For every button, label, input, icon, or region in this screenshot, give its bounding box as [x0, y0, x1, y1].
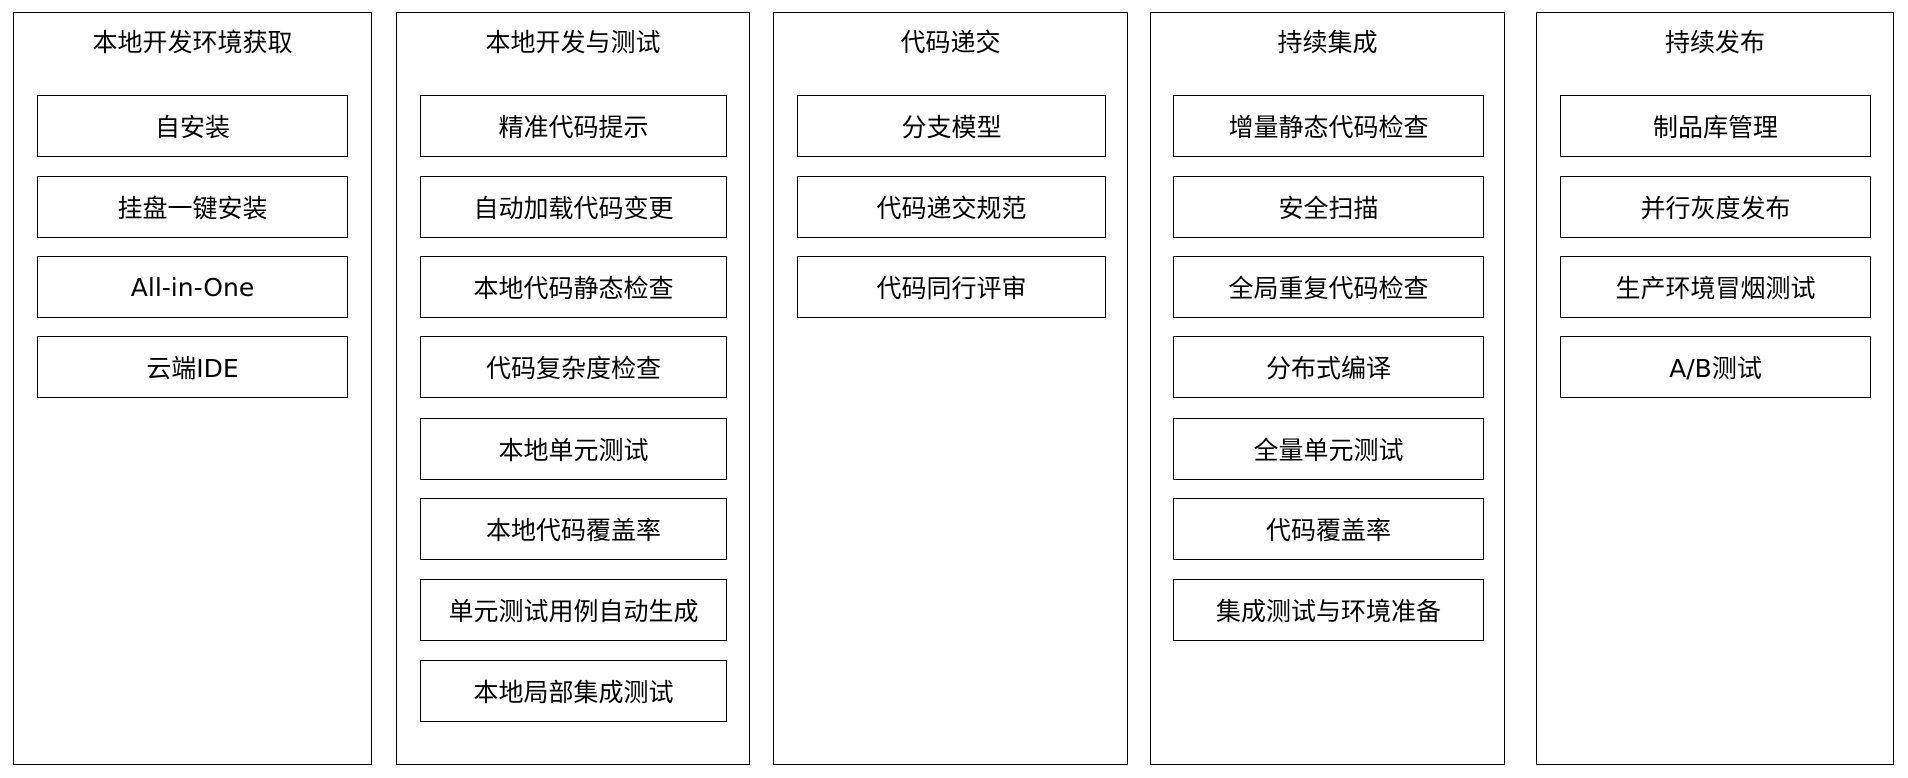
- item-box: 安全扫描: [1173, 176, 1484, 238]
- column-title: 持续发布: [1664, 28, 1765, 57]
- column-local-env: 本地开发环境获取 自安装 挂盘一键安装 All-in-One 云端IDE: [13, 12, 372, 765]
- column-title: 持续集成: [1277, 28, 1378, 57]
- item-box: 代码覆盖率: [1173, 498, 1484, 560]
- item-box: 自安装: [37, 95, 348, 157]
- item-box: 自动加载代码变更: [420, 176, 727, 238]
- item-box: 制品库管理: [1560, 95, 1871, 157]
- column-title: 代码递交: [900, 28, 1001, 57]
- item-box: 全局重复代码检查: [1173, 256, 1484, 318]
- item-box: 集成测试与环境准备: [1173, 579, 1484, 641]
- column-continuous-integration: 持续集成 增量静态代码检查 安全扫描 全局重复代码检查 分布式编译 全量单元测试…: [1150, 12, 1505, 765]
- item-box: 增量静态代码检查: [1173, 95, 1484, 157]
- item-box: 分支模型: [797, 95, 1106, 157]
- item-box: 云端IDE: [37, 336, 348, 398]
- column-continuous-release: 持续发布 制品库管理 并行灰度发布 生产环境冒烟测试 A/B测试: [1536, 12, 1894, 765]
- item-box: 本地局部集成测试: [420, 660, 727, 722]
- item-box: 代码递交规范: [797, 176, 1106, 238]
- item-box: 生产环境冒烟测试: [1560, 256, 1871, 318]
- item-box: 单元测试用例自动生成: [420, 579, 727, 641]
- item-box: 并行灰度发布: [1560, 176, 1871, 238]
- column-title: 本地开发与测试: [485, 28, 661, 57]
- item-box: A/B测试: [1560, 336, 1871, 398]
- column-title: 本地开发环境获取: [92, 28, 293, 57]
- item-box: 代码同行评审: [797, 256, 1106, 318]
- item-box: 本地代码静态检查: [420, 256, 727, 318]
- item-box: 本地代码覆盖率: [420, 498, 727, 560]
- item-box: 全量单元测试: [1173, 418, 1484, 480]
- item-box: 精准代码提示: [420, 95, 727, 157]
- item-box: 挂盘一键安装: [37, 176, 348, 238]
- column-local-dev-test: 本地开发与测试 精准代码提示 自动加载代码变更 本地代码静态检查 代码复杂度检查…: [396, 12, 750, 765]
- column-code-commit: 代码递交 分支模型 代码递交规范 代码同行评审: [773, 12, 1128, 765]
- item-box: 分布式编译: [1173, 336, 1484, 398]
- item-box: 本地单元测试: [420, 418, 727, 480]
- item-box: All-in-One: [37, 256, 348, 318]
- item-box: 代码复杂度检查: [420, 336, 727, 398]
